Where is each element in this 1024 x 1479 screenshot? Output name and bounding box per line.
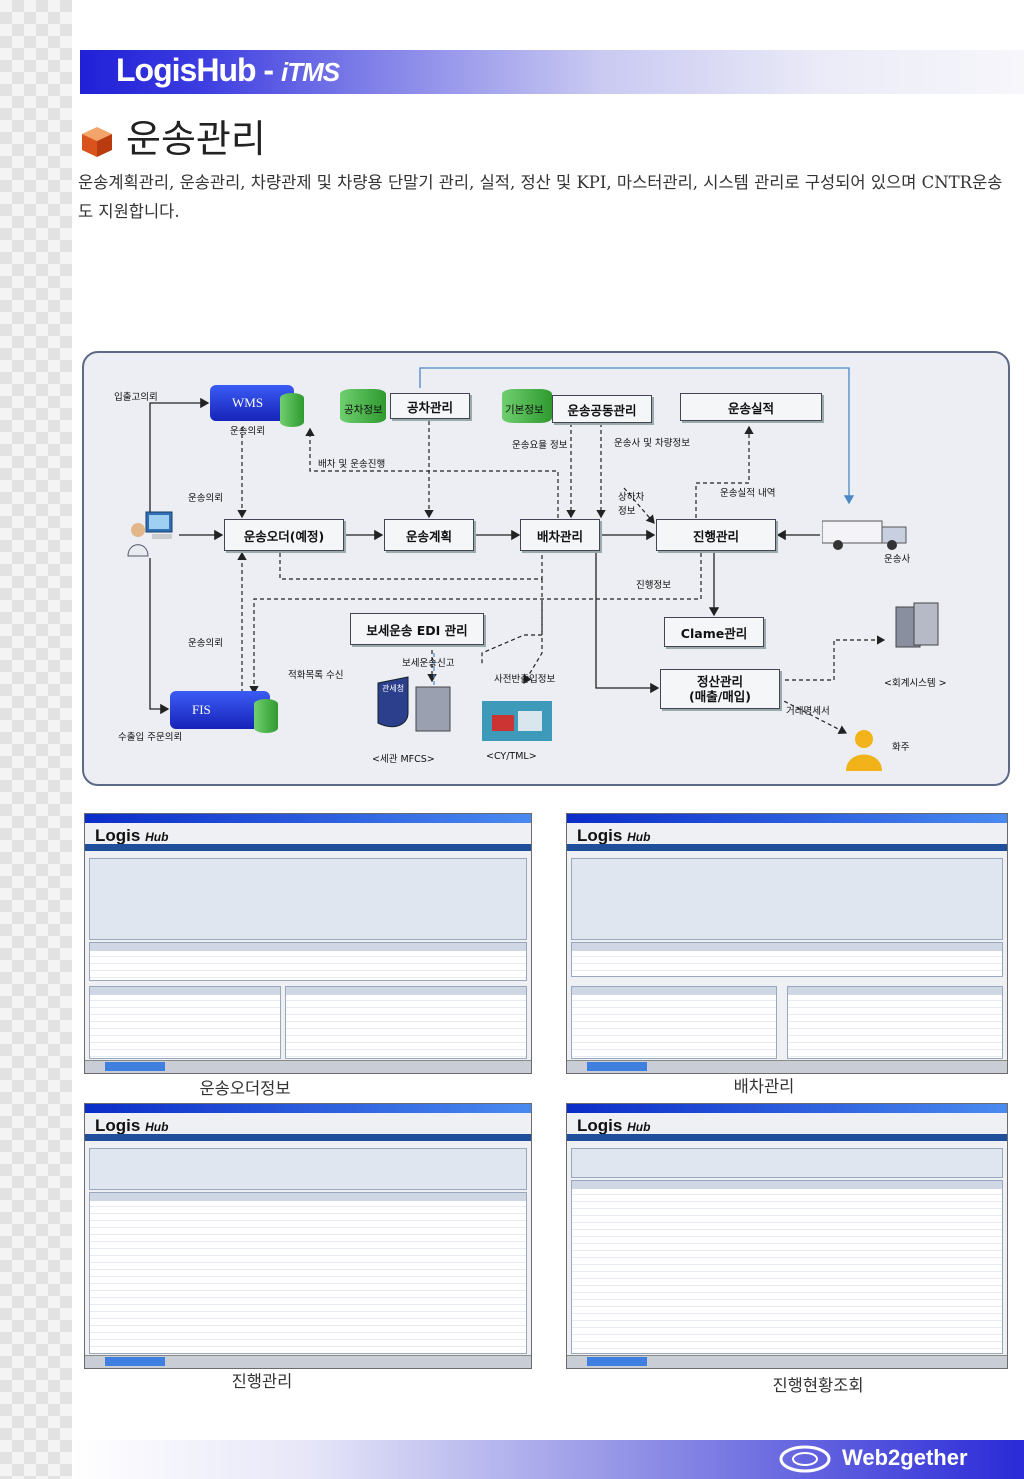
label-loading-1: 상하차 <box>618 492 645 503</box>
fis-database-icon <box>254 699 278 733</box>
basic-info-label: 기본정보 <box>505 404 544 416</box>
intro-paragraph: 운송계획관리, 운송관리, 차량관제 및 차량용 단말기 관리, 실적, 정산 … <box>78 173 1003 221</box>
transport-result-node: 운송실적 <box>680 393 822 421</box>
dispatch-management-node: 배차관리 <box>520 519 600 551</box>
label-pre-inout: 사전반출입정보 <box>494 674 556 685</box>
footer-logo-text: Web2gether <box>842 1445 968 1470</box>
progress-management-node: 진행관리 <box>656 519 776 551</box>
transport-order-node: 운송오더(예정) <box>224 519 344 551</box>
customs-badge-text: 관세청 <box>382 684 405 693</box>
settlement-line2: (매출/매입) <box>689 689 751 704</box>
label-accounting-system: <회계시스템 > <box>884 678 947 689</box>
brand-logo: LogisHub - iTMS <box>116 52 340 88</box>
brand-sub: iTMS <box>280 57 340 87</box>
label-customs: <세관 MFCS> <box>372 754 435 765</box>
settlement-line1: 정산관리 <box>696 674 743 689</box>
page-title: 운송관리 <box>126 117 266 161</box>
screenshot-progress-status: Logis Hub <box>566 1103 1008 1369</box>
customs-server-icon <box>377 676 451 732</box>
label-export-import: 수출입 주문의뢰 <box>118 732 183 743</box>
screenshot-dispatch: Logis Hub <box>566 813 1008 1074</box>
label-inbound-request: 입출고의뢰 <box>114 392 158 403</box>
screen-logo: Logis Hub <box>577 1116 651 1135</box>
screen-logo: Logis Hub <box>577 826 651 845</box>
screenshot-progress: Logis Hub <box>84 1103 532 1369</box>
bonded-edi-node: 보세운송 EDI 관리 <box>350 613 484 645</box>
label-manifest: 적화목록 수신 <box>288 670 344 681</box>
claim-management-node: Clame관리 <box>664 617 764 647</box>
label-bonded-report: 보세운송신고 <box>402 658 455 669</box>
label-carrier: 운송사 <box>884 554 911 565</box>
caption-dispatch: 배차관리 <box>733 1077 795 1096</box>
caption-progress: 진행관리 <box>231 1372 293 1391</box>
vehicle-db-icon <box>340 389 386 423</box>
label-dispatch-progress: 배차 및 운송진행 <box>318 459 386 470</box>
web2gether-logo-icon <box>779 1445 831 1473</box>
screenshot-transport-order: Logis Hub <box>84 813 532 1074</box>
footer-banner: Web2gether <box>72 1440 1024 1479</box>
checker-margin <box>0 0 72 1479</box>
label-request-user: 운송의뢰 <box>188 493 223 504</box>
port-terminal-icon <box>482 701 552 741</box>
label-request-wms: 운송의뢰 <box>230 426 265 437</box>
label-progress-info: 진행정보 <box>636 580 671 591</box>
truck-icon <box>822 520 907 550</box>
basic-db-icon <box>502 389 552 423</box>
settlement-node: 정산관리 (매출/매입) <box>660 669 780 709</box>
fis-label: FIS <box>192 702 211 717</box>
wms-database-icon <box>280 393 304 427</box>
system-flow-diagram: WMS FIS 공차정보 공차관리 기본정보 운송공동관리 운송실적 운송오더(… <box>82 351 1010 786</box>
server-icon <box>895 602 939 648</box>
vehicle-info-label: 공차정보 <box>344 404 383 416</box>
label-cy-tml: <CY/TML> <box>486 751 537 762</box>
header-banner: LogisHub - iTMS <box>80 50 1024 94</box>
user-pc-icon <box>127 511 173 557</box>
label-transaction-statement: 거래명세서 <box>786 706 830 717</box>
label-result-detail: 운송실적 내역 <box>720 488 776 499</box>
common-management-node: 운송공동관리 <box>552 395 652 423</box>
transport-plan-node: 운송계획 <box>384 519 474 551</box>
fis-system: FIS <box>170 691 270 729</box>
shipper-person-icon <box>846 730 882 771</box>
cube-icon <box>82 127 112 157</box>
vehicle-management-node: 공차관리 <box>390 393 470 419</box>
brand-name: LogisHub <box>116 52 257 88</box>
screen-logo: Logis Hub <box>95 1116 169 1135</box>
caption-progress-status: 진행현황조회 <box>772 1376 864 1395</box>
diagram-connectors <box>149 367 886 734</box>
screen-logo: Logis Hub <box>95 826 169 845</box>
label-fare-info: 운송요율 정보 <box>512 440 568 451</box>
wms-label: WMS <box>232 395 264 410</box>
label-request-fis: 운송의뢰 <box>188 638 223 649</box>
label-carrier-vehicle: 운송사 및 차량정보 <box>614 438 690 449</box>
caption-transport-order: 운송오더정보 <box>199 1079 291 1098</box>
label-loading-2: 정보 <box>618 506 636 517</box>
label-shipper: 화주 <box>892 742 910 753</box>
